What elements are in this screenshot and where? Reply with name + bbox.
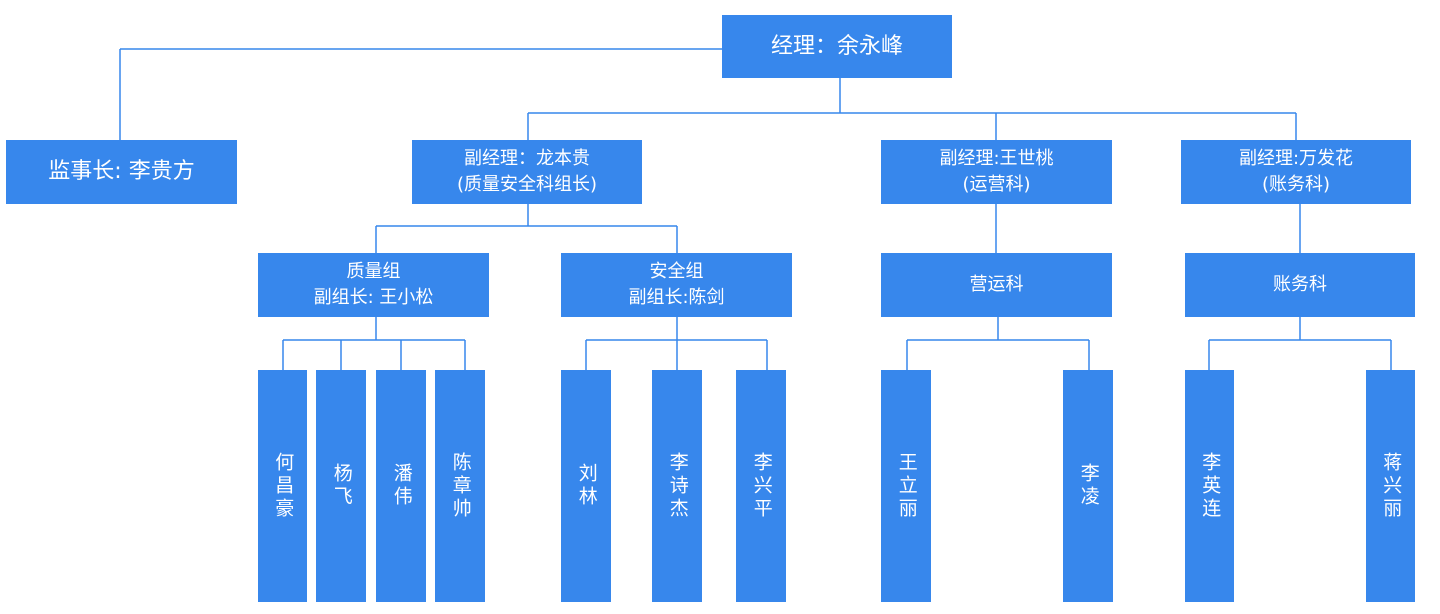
node-safety-group-line1: 安全组 [649, 260, 704, 282]
member-name: 刘林 [575, 463, 598, 509]
node-deputy-wan-line1: 副经理:万发花 [1238, 147, 1354, 169]
member-name: 何昌豪 [272, 451, 295, 521]
member-name: 陈章帅 [449, 451, 472, 521]
node-quality-group[interactable]: 质量组 副组长: 王小松 [258, 253, 489, 317]
node-supervisor-label: 监事长: 李贵方 [48, 159, 195, 185]
node-deputy-wan[interactable]: 副经理:万发花 (账务科) [1181, 140, 1411, 204]
node-operations-dept-label: 营运科 [969, 273, 1024, 295]
member-name: 蒋兴丽 [1380, 451, 1403, 521]
node-operations-dept[interactable]: 营运科 [881, 253, 1112, 317]
node-accounts-dept[interactable]: 账务科 [1185, 253, 1415, 317]
node-deputy-long-line2: (质量安全科组长) [456, 174, 598, 195]
node-safety-group-line2: 副组长:陈剑 [628, 287, 725, 308]
node-deputy-wan-line2: (账务科) [1261, 174, 1331, 195]
node-quality-group-line2: 副组长: 王小松 [313, 287, 434, 308]
member-quality-4[interactable]: 陈章帅 [435, 370, 485, 602]
node-supervisor[interactable]: 监事长: 李贵方 [6, 140, 237, 204]
member-name: 潘伟 [390, 463, 413, 509]
member-quality-3[interactable]: 潘伟 [376, 370, 426, 602]
member-safety-1[interactable]: 刘林 [561, 370, 611, 602]
member-safety-3[interactable]: 李兴平 [736, 370, 786, 602]
member-accounts-1[interactable]: 李英连 [1185, 370, 1234, 602]
member-name: 李英连 [1199, 451, 1222, 521]
member-name: 李兴平 [750, 451, 773, 521]
node-deputy-wang[interactable]: 副经理:王世桃 (运营科) [881, 140, 1112, 204]
node-deputy-wang-line2: (运营科) [962, 174, 1031, 195]
member-quality-1[interactable]: 何昌豪 [258, 370, 307, 602]
member-safety-2[interactable]: 李诗杰 [652, 370, 702, 602]
member-name: 王立丽 [895, 451, 918, 521]
node-safety-group[interactable]: 安全组 副组长:陈剑 [561, 253, 792, 317]
member-accounts-2[interactable]: 蒋兴丽 [1366, 370, 1415, 602]
member-quality-2[interactable]: 杨飞 [316, 370, 366, 602]
node-deputy-wang-line1: 副经理:王世桃 [939, 147, 1054, 169]
node-deputy-long-line1: 副经理：龙本贵 [464, 147, 590, 169]
member-name: 杨飞 [330, 463, 353, 509]
node-quality-group-line1: 质量组 [346, 260, 401, 282]
node-accounts-dept-label: 账务科 [1273, 273, 1327, 295]
node-manager-label: 经理：余永峰 [770, 33, 903, 59]
node-manager[interactable]: 经理：余永峰 [722, 15, 952, 78]
member-name: 李诗杰 [666, 451, 689, 521]
member-operations-2[interactable]: 李凌 [1063, 370, 1113, 602]
member-name: 李凌 [1077, 463, 1100, 509]
node-deputy-long[interactable]: 副经理：龙本贵 (质量安全科组长) [412, 140, 642, 204]
member-operations-1[interactable]: 王立丽 [881, 370, 931, 602]
